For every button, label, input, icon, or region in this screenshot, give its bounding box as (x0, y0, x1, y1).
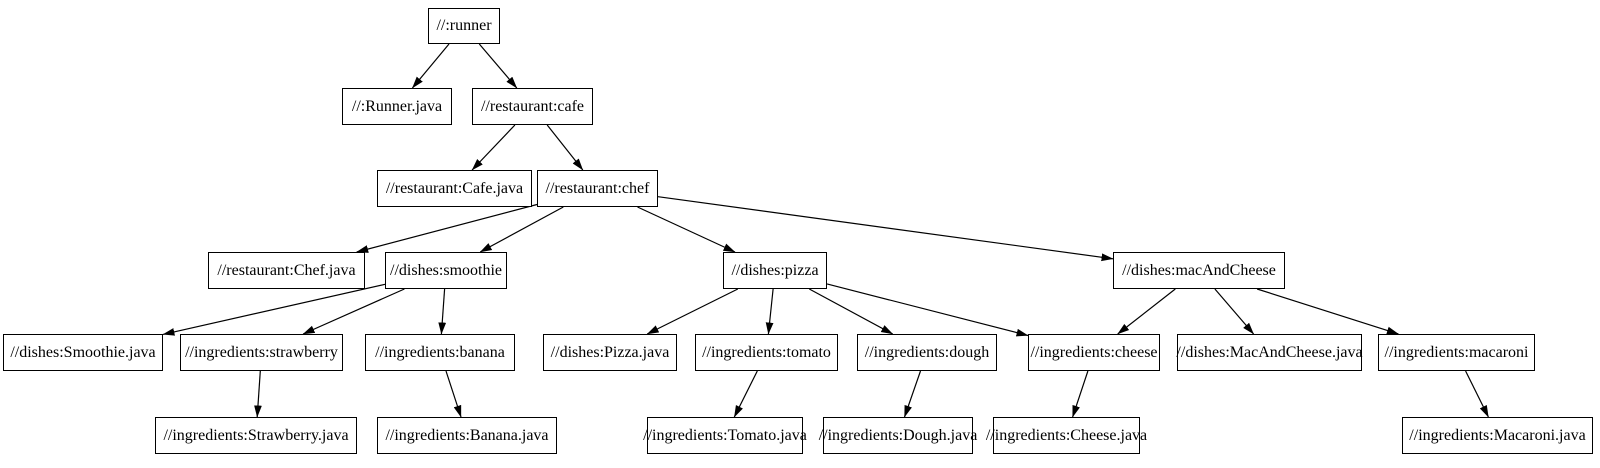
graph-node-pizza: //dishes:pizza (723, 252, 827, 289)
graph-node-chef-java: //restaurant:Chef.java (208, 252, 365, 289)
graph-edge-smoothie-banana (438, 288, 447, 335)
graph-edge-tomato-tomato-java (733, 370, 758, 418)
graph-node-banana-java: //ingredients:Banana.java (377, 417, 557, 454)
graph-edge-cheese-cheese-java (1072, 370, 1089, 418)
graph-edge-pizza-cheese (826, 283, 1029, 337)
graph-edge-dough-dough-java (903, 370, 922, 418)
graph-edge-pizza-dough (809, 288, 894, 335)
graph-node-cheese-java: //ingredients:Cheese.java (986, 417, 1147, 454)
graph-node-macaroni-java: //ingredients:Macaroni.java (1402, 417, 1593, 454)
graph-node-dough-java: //ingredients:Dough.java (819, 417, 977, 454)
graph-edge-banana-banana-java (445, 370, 462, 418)
graph-edge-pizza-pizza-java (646, 288, 739, 335)
graph-node-cafe: //restaurant:cafe (472, 88, 593, 125)
graph-edge-strawberry-strawberry-java (254, 370, 262, 418)
graph-edge-mac-and-cheese-mac-and-cheese-java (1214, 288, 1255, 335)
graph-node-banana: //ingredients:banana (365, 334, 515, 371)
graph-edge-mac-and-cheese-cheese (1117, 288, 1176, 335)
graph-edge-chef-mac-and-cheese (657, 196, 1114, 262)
graph-edge-smoothie-smoothie-java (162, 283, 386, 336)
graph-node-runner-java: //:Runner.java (342, 88, 452, 125)
graph-edge-cafe-chef (546, 124, 584, 171)
graph-edge-smoothie-strawberry (302, 288, 405, 335)
graph-node-dough: //ingredients:dough (857, 334, 997, 371)
graph-node-mac-and-cheese: //dishes:macAndCheese (1113, 252, 1285, 289)
graph-node-smoothie-java: //dishes:Smoothie.java (3, 334, 163, 371)
graph-node-smoothie: //dishes:smoothie (385, 252, 507, 289)
graph-node-chef: //restaurant:chef (537, 170, 658, 207)
graph-edge-macaroni-macaroni-java (1465, 370, 1489, 418)
graph-node-strawberry-java: //ingredients:Strawberry.java (155, 417, 357, 454)
graph-edge-runner-cafe (478, 43, 518, 89)
graph-node-macaroni: //ingredients:macaroni (1378, 334, 1535, 371)
graph-node-cheese: //ingredients:cheese (1028, 334, 1160, 371)
graph-node-strawberry: //ingredients:strawberry (180, 334, 343, 371)
graph-edge-runner-runner-java (411, 43, 450, 89)
graph-node-runner: //:runner (428, 8, 500, 44)
graph-node-cafe-java: //restaurant:Cafe.java (377, 170, 532, 207)
graph-node-tomato: //ingredients:tomato (695, 334, 838, 371)
graph-node-mac-and-cheese-java: //dishes:MacAndCheese.java (1176, 334, 1363, 371)
graph-edge-mac-and-cheese-macaroni (1256, 288, 1399, 335)
graph-edge-chef-pizza (637, 206, 736, 253)
graph-edge-chef-smoothie (479, 206, 564, 253)
graph-edge-chef-chef-java (356, 203, 538, 253)
graph-node-pizza-java: //dishes:Pizza.java (543, 334, 677, 371)
graph-edge-pizza-tomato (765, 288, 774, 335)
graph-node-tomato-java: //ingredients:Tomato.java (643, 417, 807, 454)
graph-edge-cafe-cafe-java (471, 124, 516, 171)
